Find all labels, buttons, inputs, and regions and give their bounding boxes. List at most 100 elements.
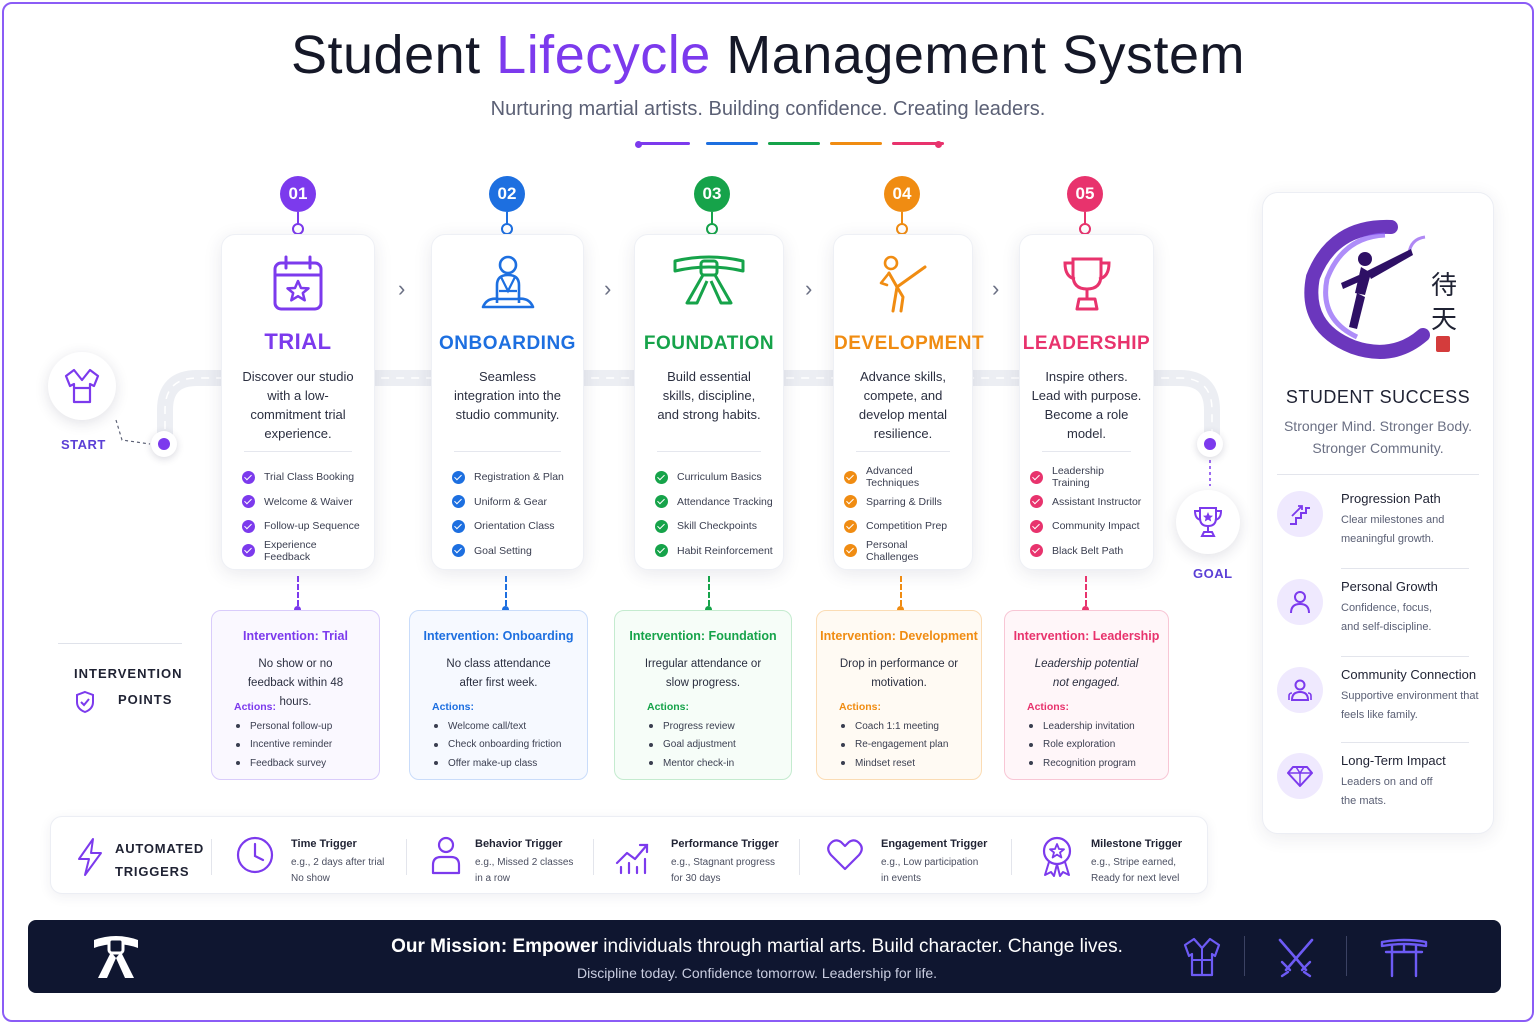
intervention-card-development[interactable]: Intervention: Development Drop in perfor…	[816, 610, 982, 780]
stage-checklist: Advanced Techniques Sparring & Drills Co…	[844, 465, 962, 563]
trigger-separator	[1011, 839, 1012, 875]
check-icon	[1030, 470, 1043, 484]
stage-rule	[1042, 451, 1131, 452]
triggers-label-line1: AUTOMATED	[115, 841, 205, 856]
trigger-name: Milestone Trigger	[1091, 838, 1183, 850]
checklist-item: Sparring & Drills	[844, 490, 962, 515]
stage-name: LEADERSHIP	[1022, 333, 1151, 354]
stage-card-foundation[interactable]: FOUNDATION Build essential skills, disci…	[634, 234, 784, 570]
badge-stem	[711, 212, 713, 230]
check-icon	[844, 544, 857, 558]
trigger-separator	[211, 839, 212, 875]
header-divider	[636, 140, 944, 148]
stage-card-trial[interactable]: TRIAL Discover our studio with a low-com…	[221, 234, 375, 570]
check-icon	[655, 544, 668, 558]
checklist-item: Experience Feedback	[242, 539, 364, 564]
intervention-description: No class attendance after first week.	[446, 658, 551, 689]
meditating-student-icon	[481, 255, 534, 309]
checklist-text: Skill Checkpoints	[677, 520, 757, 533]
checklist-text: Community Impact	[1052, 520, 1140, 533]
connector-dot	[1082, 606, 1089, 613]
action-item: Leadership invitation	[1029, 717, 1136, 736]
connector-dot	[294, 606, 301, 613]
success-rule	[1277, 474, 1479, 475]
action-item: Mentor check-in	[649, 754, 736, 773]
check-icon	[242, 470, 255, 484]
calendar-star-icon	[273, 255, 323, 311]
clock-icon	[236, 836, 274, 874]
check-icon	[655, 470, 668, 484]
trigger-performance[interactable]: Performance Trigger e.g., Stagnant progr…	[613, 829, 823, 884]
page-subtitle: Nurturing martial artists. Building conf…	[490, 98, 1046, 120]
check-icon	[1030, 495, 1043, 509]
success-icon-wrap	[1277, 753, 1323, 799]
intervention-card-foundation[interactable]: Intervention: Foundation Irregular atten…	[614, 610, 792, 780]
connector-dot	[897, 606, 904, 613]
stage-checklist: Leadership Training Assistant Instructor…	[1030, 465, 1143, 563]
intervention-label-line1: INTERVENTION	[74, 666, 183, 681]
triggers-label: AUTOMATED TRIGGERS	[115, 837, 204, 883]
checklist-text: Uniform & Gear	[474, 495, 547, 508]
stage-name: TRIAL	[264, 329, 332, 354]
stage-badge-01: 01	[280, 176, 316, 212]
action-item: Recognition program	[1029, 754, 1136, 773]
stage-card-leadership[interactable]: LEADERSHIP Inspire others. Lead with pur…	[1019, 234, 1154, 570]
intervention-description: No show or no feedback within 48 hours.	[247, 658, 344, 708]
check-icon	[1030, 544, 1043, 558]
trigger-milestone[interactable]: Milestone Trigger e.g., Stripe earned,Re…	[1037, 829, 1205, 884]
action-item: Role exploration	[1029, 736, 1136, 755]
check-icon	[452, 519, 465, 533]
intervention-card-trial[interactable]: Intervention: Trial No show or no feedba…	[211, 610, 380, 780]
stage-card-onboarding[interactable]: ONBOARDING Seamless integration into the…	[431, 234, 584, 570]
success-rule	[1341, 568, 1469, 569]
checklist-item: Curriculum Basics	[655, 465, 773, 490]
trigger-engagement[interactable]: Engagement Trigger e.g., Low participati…	[825, 829, 1025, 884]
stage-checklist: Registration & Plan Uniform & Gear Orien…	[452, 465, 573, 563]
start-node	[48, 352, 116, 420]
award-star-icon	[1042, 836, 1072, 877]
checklist-item: Follow-up Sequence	[242, 514, 364, 539]
trigger-separator	[799, 839, 800, 875]
check-icon	[452, 544, 465, 558]
success-icon-wrap	[1277, 491, 1323, 537]
intervention-points-label: INTERVENTION POINTS	[60, 662, 190, 714]
goal-trophy-icon	[1193, 507, 1223, 537]
checklist-item: Uniform & Gear	[452, 490, 573, 515]
trigger-line: in events	[881, 873, 922, 884]
trigger-name: Performance Trigger	[671, 838, 779, 850]
success-item-progression[interactable]: Progression Path Clear milestones and me…	[1277, 485, 1487, 555]
success-item-community[interactable]: Community Connection Supportive environm…	[1277, 661, 1487, 731]
connector-dot	[502, 606, 509, 613]
success-item-name: Community Connection	[1341, 667, 1477, 682]
chevron-right-icon: ›	[805, 276, 813, 301]
success-item-long-term[interactable]: Long-Term Impact Leaders on and off the …	[1277, 747, 1487, 817]
action-list: Personal follow-up Incentive reminder Fe…	[236, 717, 332, 773]
action-item: Goal adjustment	[649, 736, 736, 755]
stage-card-development[interactable]: DEVELOPMENT Advance skills, compete, and…	[833, 234, 984, 570]
success-item-personal-growth[interactable]: Personal Growth Confidence, focus, and s…	[1277, 573, 1487, 643]
checklist-item: Registration & Plan	[452, 465, 573, 490]
intervention-card-onboarding[interactable]: Intervention: Onboarding No class attend…	[409, 610, 588, 780]
stage-description: Discover our studio with a low-commitmen…	[242, 369, 354, 441]
checklist-item: Personal Challenges	[844, 539, 962, 564]
badge-stem	[901, 212, 903, 230]
checklist-item: Assistant Instructor	[1030, 490, 1143, 515]
badge-stem	[506, 212, 508, 230]
checklist-text: Personal Challenges	[866, 538, 919, 563]
badge-stem	[297, 212, 299, 230]
checklist-text: Attendance Tracking	[677, 495, 773, 508]
calligraphy-char: 待	[1431, 271, 1458, 301]
trigger-description: e.g., Stripe earned,Ready for next level	[1091, 855, 1201, 887]
trigger-name: Behavior Trigger	[475, 838, 563, 850]
gi-uniform-icon	[1183, 937, 1221, 977]
checklist-text: Assistant Instructor	[1052, 495, 1142, 508]
page-title: Student Lifecycle Management System	[291, 25, 1245, 85]
action-list: Progress review Goal adjustment Mentor c…	[649, 717, 736, 773]
intervention-card-leadership[interactable]: Intervention: Leadership Leadership pote…	[1004, 610, 1169, 780]
automated-triggers-bar: AUTOMATED TRIGGERS Time Trigger e.g., 2 …	[50, 816, 1208, 894]
action-item: Offer make-up class	[434, 754, 561, 773]
